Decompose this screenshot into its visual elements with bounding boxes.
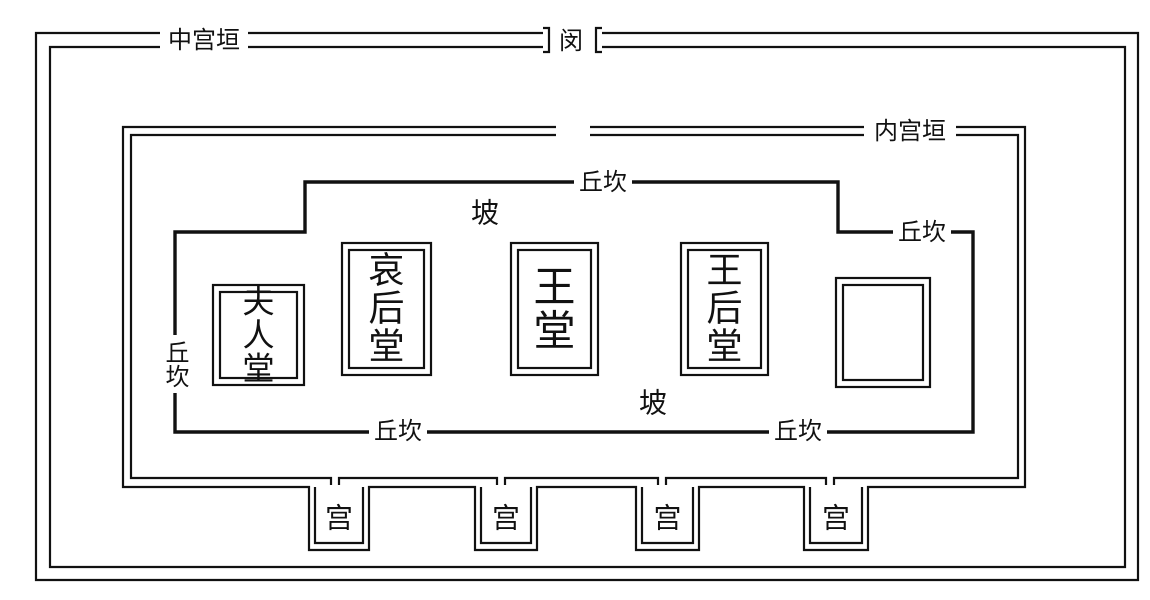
hall: 王堂 — [509, 241, 600, 377]
palace-label: 宫 — [822, 502, 850, 535]
hall-label: 夫 — [242, 282, 274, 320]
hall-label: 堂 — [368, 326, 404, 367]
palace-room: 宫 — [808, 487, 864, 545]
hall-label: 堂 — [533, 307, 575, 356]
hall-label: 人 — [242, 316, 274, 354]
hall: 王后堂 — [679, 241, 770, 377]
ridge-outline: 丘坎 丘坎 丘坎 丘坎 丘坎 坡 坡 — [160, 168, 975, 445]
palaces: 宫宫宫宫 — [313, 487, 864, 545]
palace-label: 宫 — [492, 502, 520, 535]
palace-label: 宫 — [325, 502, 353, 535]
ridge-label-bottom-right: 丘坎 — [774, 417, 822, 445]
ridge-label-bottom-left: 丘坎 — [374, 417, 422, 445]
slope-label-bottom: 坡 — [639, 387, 667, 420]
inner-palace-wall: 内宫垣 — [121, 117, 1027, 552]
hall-label: 哀 — [368, 251, 404, 292]
ridge-label-left: 丘坎 — [161, 340, 189, 388]
slope-label-top: 坡 — [471, 197, 499, 230]
inner-wall-label: 内宫垣 — [874, 117, 946, 145]
middle-wall-label: 中宫垣 — [168, 26, 240, 54]
ridge-label-right: 丘坎 — [898, 218, 946, 246]
palace-room: 宫 — [640, 487, 695, 545]
hall-label: 王 — [706, 251, 742, 292]
palace-label: 宫 — [653, 502, 681, 535]
hall-label: 后 — [706, 289, 742, 330]
hall-label: 后 — [368, 289, 404, 330]
palace-room: 宫 — [313, 487, 365, 545]
hall-label: 堂 — [706, 326, 742, 367]
palace-room: 宫 — [479, 487, 533, 545]
hall: 夫人堂 — [211, 282, 306, 388]
hall-label: 王 — [533, 262, 575, 311]
middle-palace-wall: 中宫垣 闵 — [34, 26, 1140, 582]
ridge-label-top: 丘坎 — [579, 168, 627, 196]
hall — [834, 276, 932, 389]
gate-label: 闵 — [559, 27, 583, 55]
hall: 哀后堂 — [340, 241, 433, 377]
hall-label: 堂 — [242, 350, 274, 388]
